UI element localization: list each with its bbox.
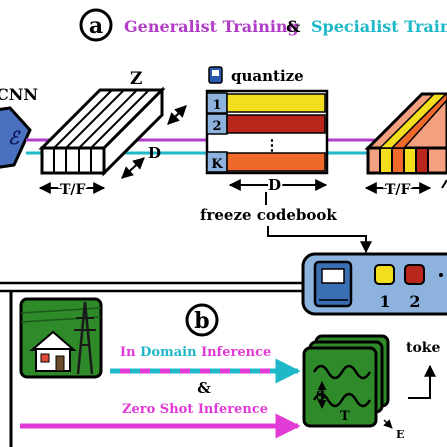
e-label: E xyxy=(396,428,404,441)
d-label-left: D xyxy=(148,144,161,162)
codebook-index-1: 1 xyxy=(212,98,221,113)
codebook-key-2 xyxy=(404,264,425,285)
codebook-index-k: K xyxy=(211,157,223,172)
z-label: Z xyxy=(130,69,142,89)
encoder-hexagon: ℰ xyxy=(0,106,32,169)
zero-shot-label: Zero Shot Inference xyxy=(122,402,268,417)
codebook-book-icon xyxy=(313,260,353,308)
right-edge-arrow-fragment xyxy=(441,179,447,189)
codebook-dots: ⋮ xyxy=(265,136,280,154)
in-domain-word: Domain xyxy=(140,345,197,360)
in-domain-prefix: In xyxy=(120,345,140,360)
quantize-label: quantize xyxy=(231,67,304,85)
depth-arrow-upper xyxy=(167,105,187,125)
panel-b: 1 2 b In Domain Inference xyxy=(9,252,447,447)
cnn-label: CNN xyxy=(0,85,38,104)
panel-a-badge-letter: a xyxy=(89,13,103,39)
codebook-row-1 xyxy=(226,93,326,113)
signal-stack-icon: S T xyxy=(302,334,390,428)
inference-ampersand: & xyxy=(197,379,211,397)
t-label: T xyxy=(340,409,350,424)
tokens-arrow xyxy=(408,364,436,399)
title-specialist: Specialist Traini xyxy=(311,17,447,36)
codebook-panel: 1 2 xyxy=(301,252,447,316)
codebook: 1 2 K ⋮ xyxy=(205,89,329,175)
codebook-key-1 xyxy=(374,264,395,285)
panel-a: a Generalist Training & Specialist Train… xyxy=(0,8,447,254)
panel-b-badge: b xyxy=(185,303,219,337)
codebook-index-2: 2 xyxy=(212,119,221,134)
freeze-codebook-label: freeze codebook xyxy=(200,206,337,224)
e-arrow xyxy=(383,419,393,429)
tf-label-left: T/F xyxy=(60,182,86,198)
codebook-key-2-label: 2 xyxy=(409,292,420,311)
codebook-row-k xyxy=(226,152,326,172)
tf-label-right: T/F xyxy=(385,182,411,198)
freeze-arrow xyxy=(267,226,372,254)
book-icon xyxy=(208,66,223,84)
s-label: S xyxy=(316,389,325,404)
tokens-label: toke xyxy=(406,340,441,356)
codebook-key-1-label: 1 xyxy=(379,292,390,311)
codebook-row-2 xyxy=(226,114,326,134)
in-domain-suffix: Inference xyxy=(197,345,272,360)
quantized-z-block xyxy=(364,92,447,175)
encoder-symbol: ℰ xyxy=(8,128,21,149)
house-icon xyxy=(29,330,77,372)
latent-z-block xyxy=(38,86,166,177)
panel-b-badge-letter: b xyxy=(194,308,209,334)
in-domain-label: In Domain Inference xyxy=(120,345,271,360)
title-generalist: Generalist Training xyxy=(124,17,299,36)
panel-a-badge: a xyxy=(79,8,113,42)
codebook-d-label: D xyxy=(268,176,281,194)
depth-arrow-lower xyxy=(121,157,145,179)
title-ampersand: & xyxy=(286,17,301,36)
